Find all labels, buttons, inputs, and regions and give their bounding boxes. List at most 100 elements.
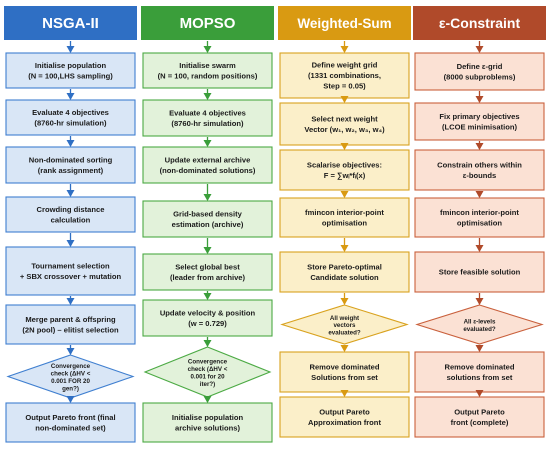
node-label-line: front (complete) (451, 418, 509, 427)
process-box (142, 99, 273, 137)
process-node: Tournament selection+ SBX crossover + mu… (5, 246, 136, 296)
node-label-line: Output Pareto (454, 407, 505, 416)
node-label-line: (LCOE minimisation) (442, 122, 518, 131)
process-box (5, 402, 136, 443)
process-node: Merge parent & offspring(2N pool) – elit… (5, 304, 136, 345)
process-box (279, 197, 410, 238)
process-box (414, 102, 545, 141)
node-label-line: All ε-levels (464, 319, 496, 326)
node-label-line: Convergence (51, 363, 91, 370)
node-label-line: Select global best (175, 262, 240, 271)
node-label-line: vectors (333, 322, 356, 329)
node-label-line: non-dominated set) (35, 423, 106, 432)
node-label-line: Remove dominated (444, 362, 514, 371)
process-box (5, 304, 136, 345)
process-node: Output Pareto front (finalnon-dominated … (5, 402, 136, 443)
process-node: Select global best(leader from archive) (142, 253, 273, 291)
process-box (5, 146, 136, 184)
node-label-line: 0.001 FOR 20 (51, 378, 90, 385)
node-label-line: Step = 0.05) (323, 82, 366, 91)
process-box (5, 196, 136, 233)
process-box (414, 251, 545, 293)
node-label-line: check (ΔHV < (51, 371, 91, 378)
column-title: MOPSO (180, 15, 236, 32)
decision-diamond (415, 304, 544, 345)
process-node: Evaluate 4 objectives(8760-hr simulation… (5, 99, 136, 136)
node-label-line: Approximation front (308, 418, 381, 427)
node-label-line: Grid-based density (173, 209, 243, 218)
node-label-line: evaluated? (328, 330, 361, 337)
node-label-line: Merge parent & offspring (25, 315, 116, 324)
node-label-line: Evaluate 4 objectives (32, 108, 109, 117)
node-label-line: (non-dominated solutions) (160, 166, 256, 175)
process-node: Initialise population(N = 100,LHS sampli… (5, 52, 136, 89)
process-box (142, 402, 273, 443)
node-label-line: (w = 0.729) (188, 319, 227, 328)
decision-diamond (280, 304, 409, 345)
node-label-line: F = ∑wᵢ*fᵢ(x) (324, 171, 366, 180)
node-label-line: ε-bounds (463, 171, 497, 180)
node-label-line: Define weight grid (312, 61, 378, 70)
column-header-mopso (141, 6, 274, 40)
process-box (414, 396, 545, 438)
node-label-line: calculation (51, 215, 91, 224)
node-label-line: Initialise population (172, 413, 244, 422)
process-node: Update external archive (non-dominated so… (142, 146, 273, 184)
node-label-line: Evaluate 4 objectives (169, 108, 246, 117)
node-label-line: Update external archive (165, 155, 251, 164)
process-box (279, 351, 410, 393)
node-label-line: Remove dominated (309, 362, 379, 371)
column-title: Weighted-Sum (297, 16, 391, 31)
column-title: ε-Constraint (439, 15, 521, 31)
process-box (142, 146, 273, 184)
node-label-line: (2N pool) – elitist selection (22, 325, 119, 334)
process-box (142, 253, 273, 291)
node-label-line: Update velocity & position (160, 308, 256, 317)
node-label-line: Crowding distance (37, 205, 105, 214)
node-label-line: Output Pareto (319, 407, 370, 416)
node-label-line: Select next weight (311, 114, 378, 123)
process-node: Scalarise objectives:F = ∑wᵢ*fᵢ(x) (279, 149, 410, 191)
process-node: Evaluate 4 objectives(8760-hr simulation… (142, 99, 273, 137)
process-node: Constrain others within ε-bounds (414, 149, 545, 191)
node-label-line: (8760-hr simulation) (34, 118, 107, 127)
node-label-line: archive solutions) (175, 423, 240, 432)
process-node: Store feasible solution (414, 251, 545, 293)
node-label-line: Define ε-grid (457, 62, 503, 71)
node-label-line: Store feasible solution (439, 268, 521, 277)
node-label-line: estimation (archive) (172, 220, 244, 229)
node-label-line: Non-dominated sorting (29, 155, 113, 164)
node-label-line: (N = 100, random positions) (158, 71, 258, 80)
process-box (414, 351, 545, 393)
process-box (279, 251, 410, 293)
node-label-line: Constrain others within (437, 160, 522, 169)
node-label-line: (rank assignment) (38, 166, 104, 175)
process-box (279, 52, 410, 99)
node-label-line: fmincon interior-point (305, 208, 384, 217)
node-label-line: iter?) (200, 381, 215, 388)
process-box (5, 246, 136, 296)
node-label-line: (8000 subproblems) (444, 72, 516, 81)
process-box (142, 299, 273, 337)
node-label-line: fmincon interior-point (440, 208, 519, 217)
node-label-line: Solutions from set (311, 373, 378, 382)
column-header-weighted-sum (278, 6, 411, 40)
process-box (5, 99, 136, 136)
node-label-line: Vector (w₁, w₂, w₃, w₄) (304, 125, 385, 134)
node-label-line: 0.001 for 20 (190, 373, 225, 380)
node-label-line: check (ΔHV < (188, 366, 228, 373)
process-box (414, 197, 545, 238)
